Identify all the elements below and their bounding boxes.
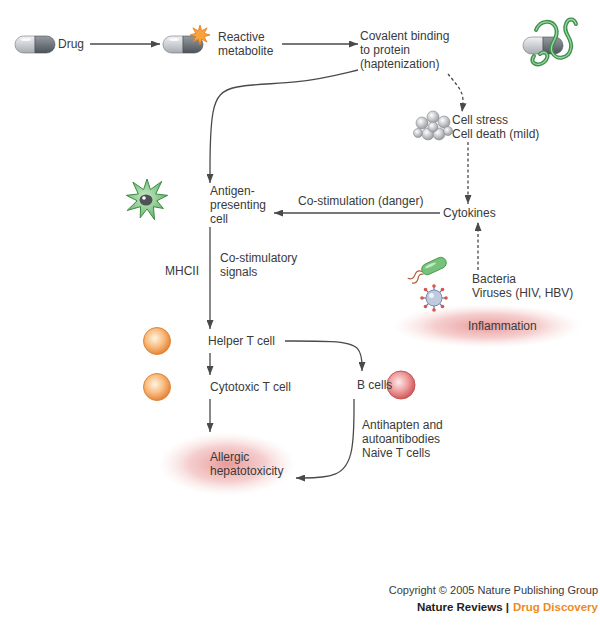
node-body: Cell stressCell death (mild) bbox=[452, 113, 539, 141]
bacterium-icon bbox=[405, 256, 448, 285]
node-text: Reactive metabolite bbox=[218, 30, 282, 58]
glow-ellipse bbox=[392, 304, 582, 348]
arrow-connector bbox=[296, 399, 354, 478]
cell-stress-label: Cell stressCell death (mild) bbox=[416, 112, 546, 142]
node-text: Cytokines bbox=[443, 206, 496, 220]
node-body: Cytokines bbox=[443, 206, 496, 220]
pill-icon bbox=[15, 36, 55, 53]
node-text: Inflammation bbox=[468, 319, 537, 333]
edge-label: Antihapten and autoantibodies Naive T ce… bbox=[362, 418, 458, 460]
node-body: Cytotoxic T cell bbox=[210, 380, 291, 394]
pill-icon bbox=[163, 36, 203, 53]
helper-t-label: Helper T cell bbox=[140, 329, 285, 353]
copyright-note: Copyright © 2005 Nature Publishing Group bbox=[389, 583, 598, 597]
cytotoxic-t-label: Cytotoxic T cell bbox=[140, 375, 300, 399]
hepatotoxicity-glow: Allergic hepatotoxicity bbox=[158, 432, 296, 496]
node-text: B cells bbox=[357, 378, 392, 392]
arrow-connector bbox=[209, 353, 210, 375]
apc-label: Antigen-presenting cell bbox=[122, 183, 274, 227]
cytokine-label: Cytokines bbox=[440, 204, 502, 222]
node-text: Bacteria bbox=[472, 272, 573, 286]
node-body: Covalent binding to protein (haptenizati… bbox=[360, 29, 458, 71]
node-body: BacteriaViruses (HIV, HBV) bbox=[472, 272, 573, 300]
arrow-connector bbox=[467, 142, 468, 204]
arrow-connector bbox=[210, 70, 358, 183]
protein-adduct-icon bbox=[523, 20, 576, 65]
node-text: Antigen-presenting cell bbox=[210, 184, 274, 226]
node-text: Allergic hepatotoxicity bbox=[210, 450, 296, 478]
glow-ellipse bbox=[158, 432, 296, 496]
virus-icon bbox=[420, 284, 448, 312]
arrow-connector bbox=[90, 43, 160, 44]
arrow-connector bbox=[285, 341, 362, 371]
edge-label: Co-stimulatory signals bbox=[220, 251, 310, 279]
journal-name: Drug Discovery bbox=[513, 600, 598, 614]
arrow-connector bbox=[448, 74, 463, 112]
b-cell-label: B cells bbox=[352, 371, 418, 399]
node-body: Inflammation bbox=[468, 319, 537, 333]
signal-label: MHCII bbox=[165, 264, 199, 278]
arrow-connector bbox=[282, 43, 358, 44]
node-body: Reactive metabolite bbox=[218, 30, 282, 58]
arrow-connector bbox=[274, 212, 440, 213]
node-body: Helper T cell bbox=[208, 334, 275, 348]
node-text: Covalent binding to protein (haptenizati… bbox=[360, 29, 458, 71]
t-cell-icon bbox=[144, 328, 171, 355]
inflammation-glow: Inflammation bbox=[392, 304, 582, 348]
node-body: Antigen-presenting cell bbox=[210, 184, 274, 226]
arrow-connector bbox=[209, 227, 210, 329]
arrow-connector bbox=[477, 222, 478, 270]
drug-label: Drug bbox=[12, 33, 90, 55]
edge-label: Co-stimulation (danger) bbox=[298, 194, 448, 208]
metabolite-label: Reactive metabolite bbox=[160, 28, 282, 60]
node-body: Drug bbox=[58, 37, 84, 51]
node-text: Cytotoxic T cell bbox=[210, 380, 291, 394]
node-text: Cell death (mild) bbox=[452, 127, 539, 141]
stressed-cell-icon bbox=[414, 111, 453, 140]
haptenization-label: Covalent binding to protein (haptenizati… bbox=[358, 26, 580, 74]
arrow-connector bbox=[209, 399, 210, 432]
journal-name: Nature Reviews | bbox=[417, 600, 509, 614]
node-text: Helper T cell bbox=[208, 334, 275, 348]
dendritic-cell-icon bbox=[126, 179, 167, 220]
node-text: Drug bbox=[58, 37, 84, 51]
node-text: Viruses (HIV, HBV) bbox=[472, 286, 573, 300]
node-body: Allergic hepatotoxicity bbox=[210, 450, 296, 478]
b-cell-icon bbox=[387, 371, 415, 399]
t-cell-icon bbox=[144, 374, 171, 401]
pathogen-label: BacteriaViruses (HIV, HBV) bbox=[412, 270, 590, 302]
reactive-star bbox=[190, 25, 210, 45]
connector-layer bbox=[90, 44, 478, 478]
node-body: B cells bbox=[357, 378, 392, 392]
node-text: Cell stress bbox=[452, 113, 539, 127]
